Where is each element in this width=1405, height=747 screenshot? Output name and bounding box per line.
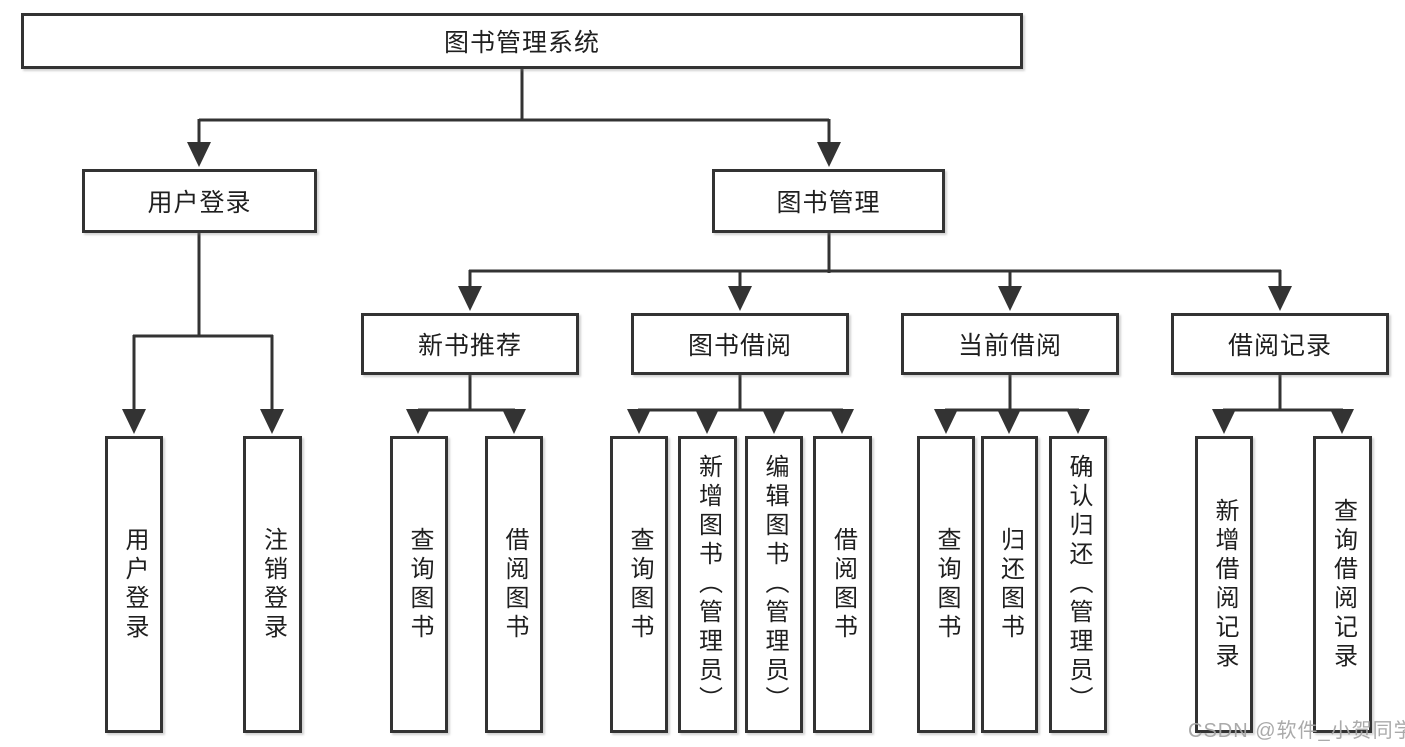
leaf-query-books-1: 查询图书 bbox=[390, 436, 448, 733]
node-borrow-records: 借阅记录 bbox=[1171, 313, 1389, 375]
node-user-login: 用户登录 bbox=[82, 169, 317, 233]
leaf-user-login: 用户登录 bbox=[105, 436, 163, 733]
node-book-borrow: 图书借阅 bbox=[631, 313, 849, 375]
leaf-confirm-return-admin: 确认归还（管理员） bbox=[1049, 436, 1107, 733]
csdn-watermark: CSDN @软件_小贺同学 bbox=[1188, 720, 1405, 742]
leaf-query-borrow-record: 查询借阅记录 bbox=[1313, 436, 1372, 733]
node-book-management: 图书管理 bbox=[712, 169, 945, 233]
node-current-borrow: 当前借阅 bbox=[901, 313, 1119, 375]
leaf-return-books: 归还图书 bbox=[981, 436, 1038, 733]
leaf-query-books-2: 查询图书 bbox=[610, 436, 668, 733]
leaf-borrow-books-2: 借阅图书 bbox=[813, 436, 872, 733]
leaf-edit-books-admin: 编辑图书（管理员） bbox=[745, 436, 803, 733]
leaf-add-borrow-record: 新增借阅记录 bbox=[1195, 436, 1253, 733]
leaf-logout: 注销登录 bbox=[243, 436, 302, 733]
node-root: 图书管理系统 bbox=[21, 13, 1023, 69]
leaf-query-books-3: 查询图书 bbox=[917, 436, 975, 733]
leaf-add-books-admin: 新增图书（管理员） bbox=[678, 436, 737, 733]
leaf-borrow-books-1: 借阅图书 bbox=[485, 436, 543, 733]
node-new-book-recommend: 新书推荐 bbox=[361, 313, 579, 375]
